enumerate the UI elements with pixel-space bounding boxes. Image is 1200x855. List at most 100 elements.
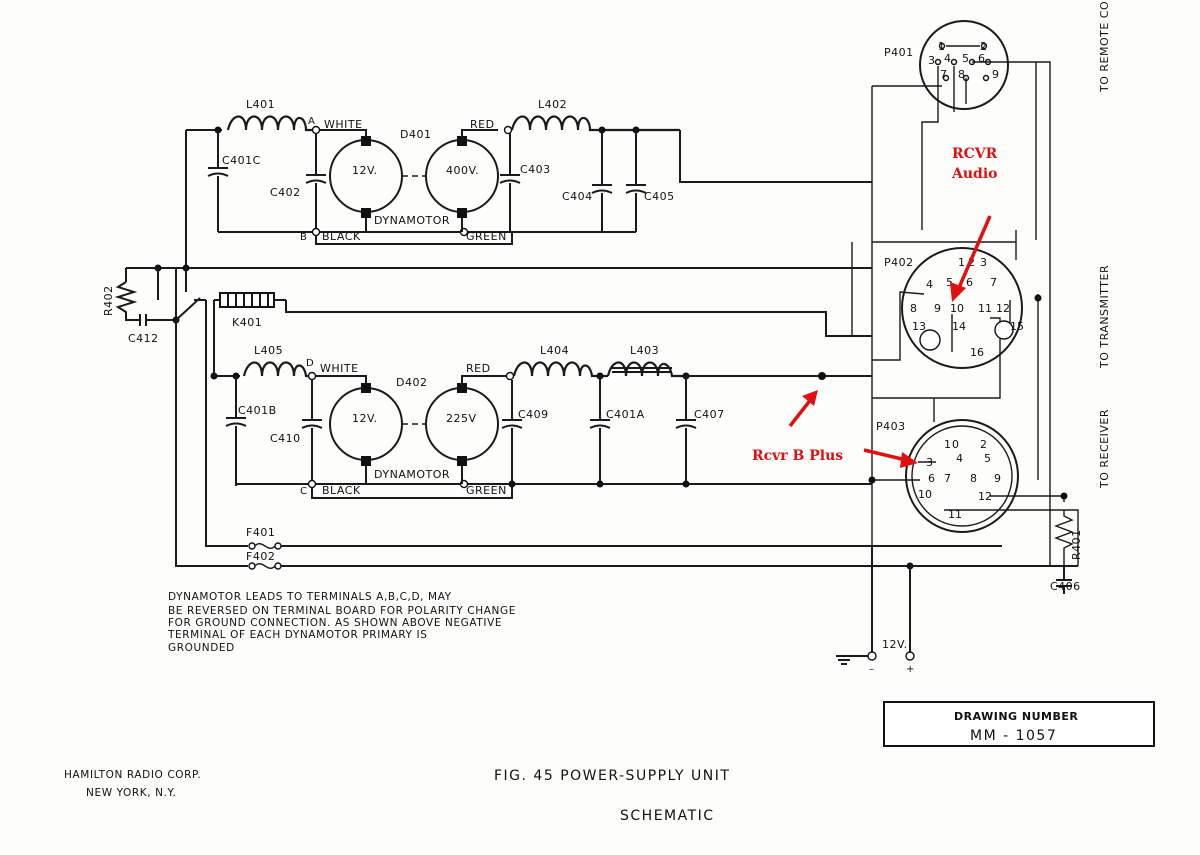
label-to-receiver: TO RECEIVER (1098, 409, 1111, 489)
svg-text:6: 6 (966, 276, 973, 289)
connector-p401 (872, 20, 1051, 566)
figure-title: FIG. 45 POWER-SUPPLY UNIT (494, 768, 730, 784)
arrow-b-plus-up (788, 396, 814, 428)
minus-sign: – (869, 664, 874, 675)
svg-text:9: 9 (992, 68, 999, 81)
svg-text:8: 8 (910, 302, 917, 315)
label-black-1: BLACK (322, 230, 361, 243)
note-line-2: BE REVERSED ON TERMINAL BOARD FOR POLARI… (168, 605, 516, 617)
annotation-audio: Audio (951, 166, 998, 182)
label-c405: C405 (644, 190, 675, 203)
svg-text:3: 3 (980, 256, 987, 269)
label-p403: P403 (876, 420, 906, 433)
svg-text:9: 9 (934, 302, 941, 315)
label-d402: D402 (396, 376, 427, 389)
label-c402: C402 (270, 186, 301, 199)
label-c410: C410 (270, 432, 301, 445)
svg-text:3: 3 (928, 54, 935, 67)
svg-text:3: 3 (926, 456, 933, 469)
upper-circuit (185, 115, 872, 268)
note-line-3: FOR GROUND CONNECTION. AS SHOWN ABOVE NE… (168, 617, 502, 629)
svg-text:1: 1 (944, 438, 951, 451)
label-l401: L401 (246, 98, 275, 111)
label-c401b: C401B (238, 404, 277, 417)
label-r402: R402 (102, 285, 115, 316)
component-labels: L401 L402 C401C C402 C403 C404 C405 D401… (102, 98, 1083, 675)
svg-text:4: 4 (926, 278, 933, 291)
svg-text:5: 5 (984, 452, 991, 465)
svg-text:12: 12 (996, 302, 1010, 315)
svg-text:0: 0 (952, 438, 959, 451)
svg-text:4: 4 (944, 52, 951, 65)
svg-text:11: 11 (978, 302, 992, 315)
label-p402: P402 (884, 256, 914, 269)
label-white-2: WHITE (320, 362, 359, 375)
svg-text:11: 11 (948, 508, 962, 521)
label-r401: R401 (1070, 529, 1083, 560)
fuses (248, 542, 1078, 570)
svg-text:12: 12 (978, 490, 992, 503)
svg-text:9: 9 (994, 472, 1001, 485)
svg-text:15: 15 (1010, 320, 1024, 333)
label-white-1: WHITE (324, 118, 363, 131)
label-d402-in: 12V. (352, 412, 378, 425)
relay-section (114, 264, 872, 567)
label-c412: C412 (128, 332, 159, 345)
label-c409: C409 (518, 408, 549, 421)
arrow-rcvr-audio (956, 215, 992, 291)
svg-text:4: 4 (956, 452, 963, 465)
label-c401c: C401C (222, 154, 261, 167)
label-f401: F401 (246, 526, 275, 539)
notes-block: DYNAMOTOR LEADS TO TERMINALS A,B,C,D, MA… (167, 591, 516, 654)
svg-text:16: 16 (970, 346, 984, 359)
svg-text:7: 7 (940, 68, 947, 81)
label-l404: L404 (540, 344, 569, 357)
label-red-2: RED (466, 362, 491, 375)
note-line-4: TERMINAL OF EACH DYNAMOTOR PRIMARY IS (167, 629, 427, 641)
svg-text:7: 7 (944, 472, 951, 485)
svg-text:8: 8 (970, 472, 977, 485)
label-d402-out: 225V (446, 412, 477, 425)
label-black-2: BLACK (322, 484, 361, 497)
label-l403: L403 (630, 344, 659, 357)
label-red-1: RED (470, 118, 495, 131)
label-term-a: A (308, 116, 315, 127)
label-dynamotor-1: DYNAMOTOR (374, 214, 450, 227)
svg-text:2: 2 (980, 438, 987, 451)
annotation-rcvr: RCVR (952, 146, 998, 162)
label-d401-out: 400V. (446, 164, 479, 177)
label-term-d: D (306, 358, 314, 369)
label-to-transmitter: TO TRANSMITTER (1098, 265, 1111, 369)
label-l405: L405 (254, 344, 283, 357)
svg-text:8: 8 (958, 68, 965, 81)
label-d401: D401 (400, 128, 431, 141)
annotation-rcvr-b-plus: Rcvr B Plus (752, 448, 843, 464)
drawing-number: MM - 1057 (970, 728, 1057, 744)
label-to-remote: TO REMOTE CONTROL (1098, 0, 1111, 93)
label-dynamotor-2: DYNAMOTOR (374, 468, 450, 481)
label-c407: C407 (694, 408, 725, 421)
figure-subtitle: SCHEMATIC (620, 808, 715, 824)
label-c401a: C401A (606, 408, 645, 421)
label-supply: 12V. (882, 638, 908, 651)
annotations: RCVR Audio Rcvr B Plus (752, 146, 998, 468)
label-c403: C403 (520, 163, 551, 176)
arrow-b-plus-right (863, 448, 907, 462)
svg-text:6: 6 (928, 472, 935, 485)
maker-name: HAMILTON RADIO CORP. (64, 769, 201, 781)
label-term-c: C (300, 486, 307, 497)
svg-text:6: 6 (978, 52, 985, 65)
drawing-number-box (883, 701, 1155, 747)
title-block: HAMILTON RADIO CORP. NEW YORK, N.Y. FIG.… (64, 710, 1078, 824)
label-c404: C404 (562, 190, 593, 203)
power-input (836, 546, 915, 665)
label-d401-in: 12V. (352, 164, 378, 177)
label-p401: P401 (884, 46, 914, 59)
note-line-5: GROUNDED (168, 642, 235, 654)
note-line-1: DYNAMOTOR LEADS TO TERMINALS A,B,C,D, MA… (168, 591, 452, 603)
label-green-1: GREEN (466, 230, 507, 243)
label-l402: L402 (538, 98, 567, 111)
lower-circuit (210, 361, 872, 499)
